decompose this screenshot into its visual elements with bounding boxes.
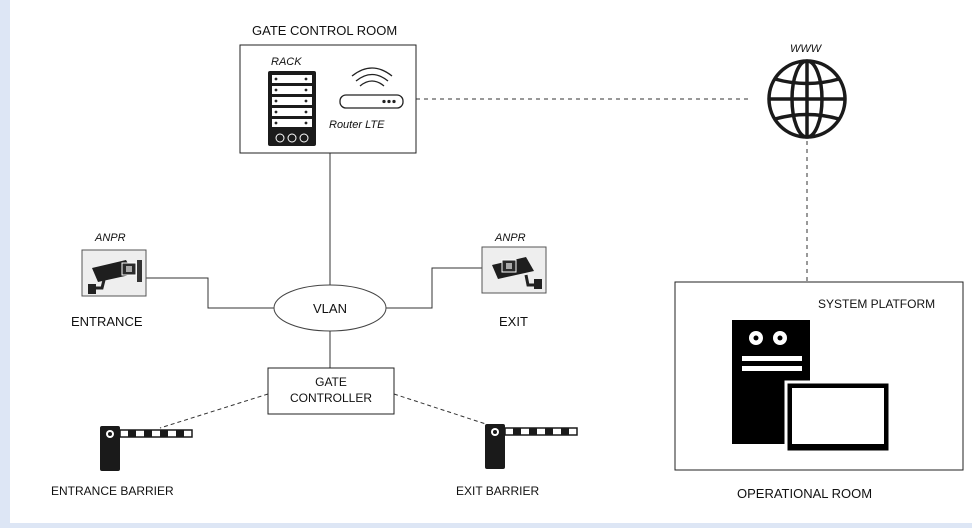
connection-lines: [146, 98, 808, 429]
vlan-node: [273, 284, 387, 332]
operational-room-label: OPERATIONAL ROOM: [737, 486, 872, 501]
gate-controller-box: [267, 367, 395, 415]
system-platform-label: SYSTEM PLATFORM: [818, 297, 935, 311]
www-label: WWW: [790, 43, 823, 55]
anpr-camera-icon: [81, 249, 147, 297]
gate-controller-label-line2: CONTROLLER: [290, 391, 372, 405]
vlan-label: VLAN: [313, 301, 347, 316]
anpr-camera-icon: [481, 246, 547, 294]
entrance-label: ENTRANCE: [71, 314, 143, 329]
exit-label: EXIT: [499, 314, 528, 329]
rack-label: RACK: [271, 56, 302, 68]
boom-barrier-icon: [485, 424, 578, 469]
gate-control-room-title: GATE CONTROL ROOM: [252, 23, 397, 38]
link-exit-camera-vlan: [386, 267, 482, 309]
link-controller-exit-barrier: [393, 393, 499, 429]
server-rack-icon: [268, 71, 316, 146]
link-controller-entrance-barrier: [159, 393, 269, 429]
server-workstation-icon: [732, 320, 892, 454]
link-entrance-camera-vlan: [146, 277, 274, 309]
diagram-canvas: GATE CONTROL ROOM RACK Router LTE WWW: [10, 0, 972, 523]
anpr-left-label: ANPR: [94, 232, 126, 244]
globe-icon: [767, 59, 847, 139]
network-diagram: GATE CONTROL ROOM RACK Router LTE WWW: [51, 23, 964, 501]
wifi-router-icon: [339, 67, 404, 109]
router-label: Router LTE: [329, 119, 385, 131]
boom-barrier-icon: [100, 426, 193, 471]
exit-barrier-label: EXIT BARRIER: [456, 484, 539, 498]
anpr-right-label: ANPR: [494, 232, 526, 244]
entrance-barrier-label: ENTRANCE BARRIER: [51, 484, 174, 498]
gate-controller-label-line1: GATE: [315, 375, 347, 389]
